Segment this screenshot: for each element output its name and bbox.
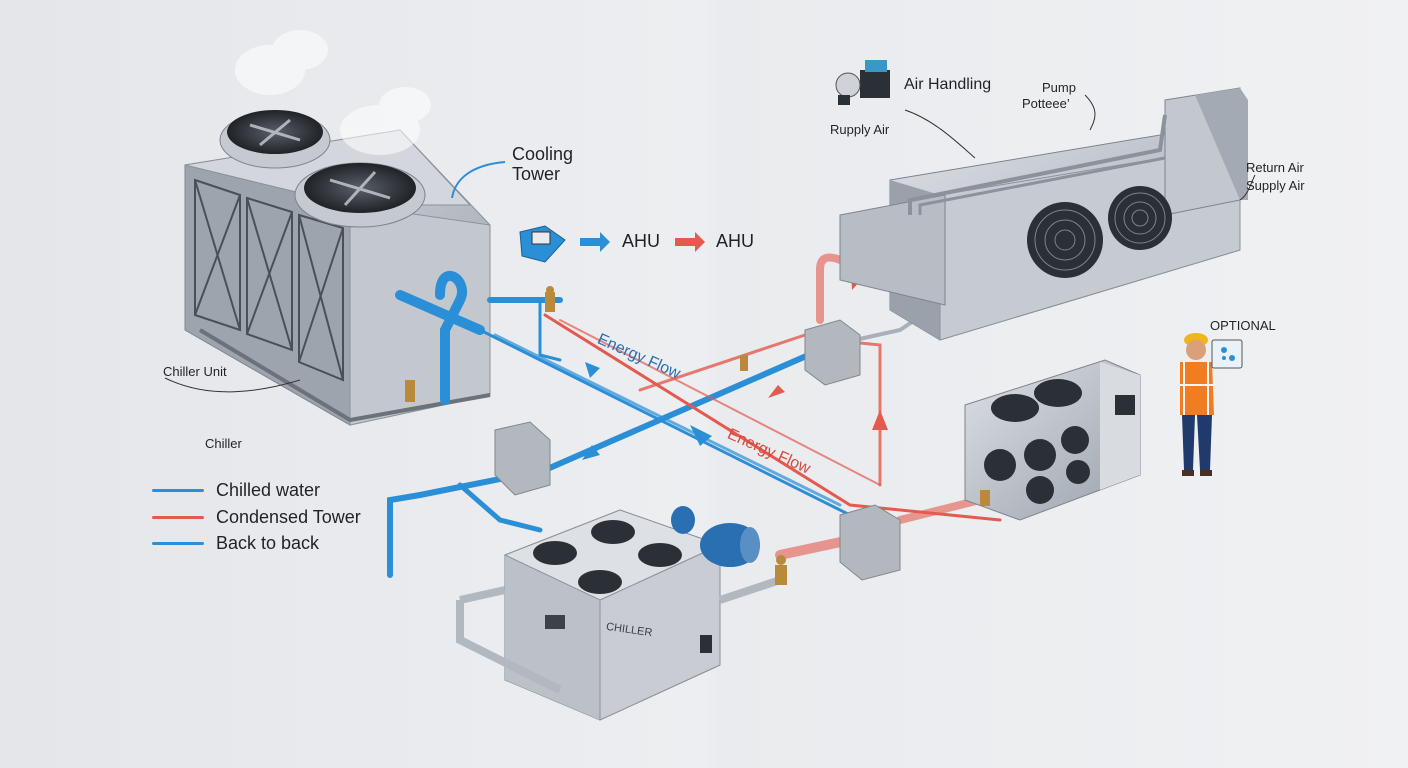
fan-icon [578,570,622,594]
supply-air-label: Supply Air [1246,178,1305,193]
legend-item-chilled-water: Chilled water [152,480,320,501]
optional-label: OPTIONAL [1210,318,1276,333]
valve-icon [405,286,990,585]
legend-item-condensed-tower: Condensed Tower [152,507,361,528]
pump-icon [835,60,890,105]
fan-icon [1108,186,1172,250]
pottee-label: Potteee’ [1022,96,1070,111]
legend-swatch-blue [152,542,204,545]
legend-item-back-to-back: Back to back [152,533,319,554]
fan-icon [591,520,635,544]
chiller-label: Chiller [205,436,242,451]
louver-panels [194,178,344,382]
cooling-tower-label-line1: Cooling [512,144,574,164]
legend-swatch-red [152,516,204,519]
air-handling-label: Air Handling [904,76,992,93]
legend-label: Back to back [216,533,320,553]
fan-icon [991,394,1039,422]
return-air-label: Return Air [1246,160,1304,175]
condensing-unit [964,359,1141,521]
fan-icon [1027,202,1103,278]
rupply-air-label: Rupply Air [830,122,890,137]
worker-icon [1180,333,1243,476]
legend-swatch-blue [152,489,204,492]
pump-icon [519,225,566,263]
tablet-icon [1211,339,1243,369]
junction-boxes [494,319,901,581]
ahu-label-a: AHU [622,231,661,251]
legend-label: Condensed Tower [216,507,361,527]
fan-icon [533,541,577,565]
chiller-unit-label: Chiller Unit [163,364,227,379]
chiller-unit [456,506,782,721]
cooling-tower-label: Cooling Tower [512,144,573,184]
air-handling-unit [839,87,1248,341]
cooling-tower [184,30,491,426]
fan-icon [638,543,682,567]
legend-label: Chilled water [216,480,321,500]
ahu-label-b: AHU [716,231,755,251]
cooling-tower-label-line2: Tower [512,164,561,184]
fan-icon [1034,379,1082,407]
cooling-tower-callout [451,161,506,199]
pump-label: Pump [1042,80,1076,95]
